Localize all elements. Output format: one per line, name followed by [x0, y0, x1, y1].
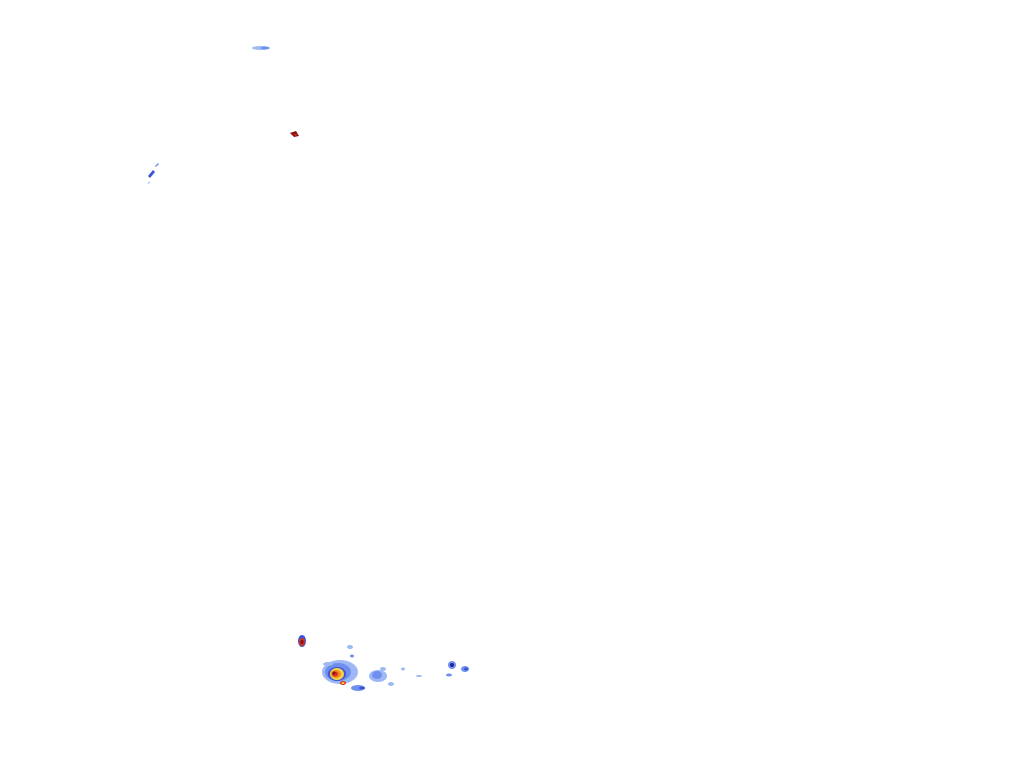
- echo-blob: [464, 667, 468, 671]
- echo-streak: [148, 170, 155, 178]
- echo-cluster-top-left: [147, 46, 299, 184]
- echo-blob: [359, 686, 365, 690]
- echo-blob: [300, 640, 304, 644]
- echo-streak: [155, 163, 159, 167]
- echo-blob: [323, 662, 333, 666]
- echo-blob: [351, 685, 365, 691]
- echo-blob: [341, 682, 345, 684]
- echo-blob: [372, 671, 382, 679]
- echo-blob: [380, 667, 386, 671]
- echo-blob: [446, 673, 452, 677]
- echo-blob: [350, 654, 354, 658]
- echo-blob: [416, 675, 422, 677]
- echo-blob: [388, 682, 394, 686]
- echo-streak: [147, 181, 150, 184]
- echo-blob: [332, 671, 336, 675]
- echo-blob: [450, 663, 454, 667]
- echo-blob: [293, 134, 297, 136]
- echo-cluster-bottom: [298, 635, 469, 691]
- echo-blob: [347, 645, 353, 649]
- echo-blob: [261, 46, 269, 50]
- echo-blob: [401, 667, 405, 671]
